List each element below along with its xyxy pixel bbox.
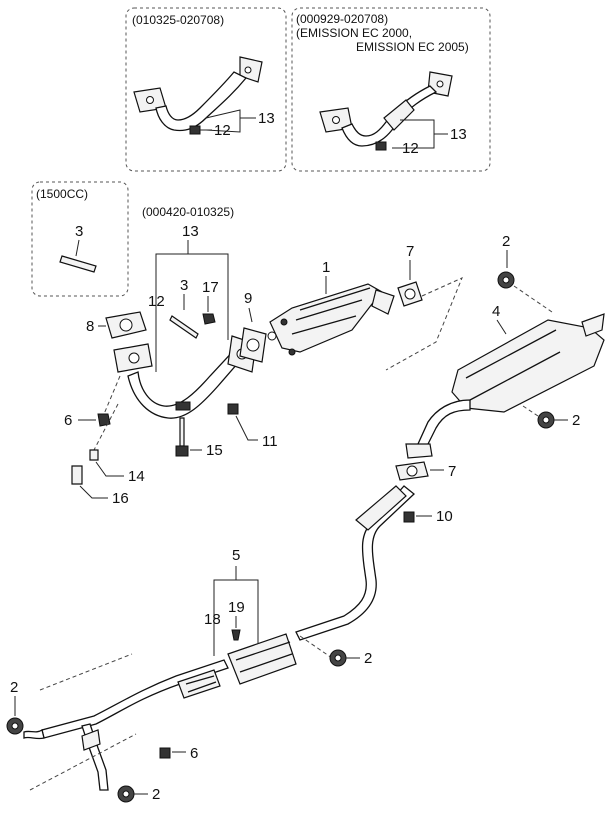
front-pipe-main <box>113 335 257 419</box>
gasket-8 <box>105 311 147 339</box>
inset-box-000929-020708: (000929-020708) (EMISSION EC 2000, EMISS… <box>291 7 491 172</box>
callout-2-bottom: 2 <box>152 786 160 803</box>
callout-2-right: 2 <box>572 412 580 429</box>
spring-14 <box>89 449 99 461</box>
callout-11: 11 <box>262 433 278 450</box>
callout-19: 19 <box>228 599 245 616</box>
bolt-16 <box>71 465 83 485</box>
nut-6-upper <box>97 413 111 427</box>
callout-12: 12 <box>148 293 165 310</box>
sensor-19 <box>231 629 241 641</box>
inset-box-1500cc: (1500CC) 3 <box>31 181 129 297</box>
callout-17: 17 <box>202 279 219 296</box>
callout-8: 8 <box>86 318 94 335</box>
nut-17 <box>202 313 216 325</box>
rubber-hanger-2-right <box>537 411 555 429</box>
main-group-caption: (000420-010325) <box>142 205 234 219</box>
callout-2-center: 2 <box>364 650 372 667</box>
front-pipe-assembly-b <box>319 71 453 151</box>
callout-6-lower: 6 <box>190 745 198 762</box>
nut-10 <box>403 511 415 523</box>
gasket-9 <box>239 327 267 363</box>
inset-b-caption-3: EMISSION EC 2005) <box>356 40 469 54</box>
callout-4: 4 <box>492 303 500 320</box>
callout-9: 9 <box>244 290 252 307</box>
callout-3: 3 <box>180 277 188 294</box>
gasket-7-lower <box>395 443 433 481</box>
callout-15: 15 <box>206 442 223 459</box>
callout-2-left: 2 <box>10 679 18 696</box>
inset-b-caption-2: (EMISSION EC 2000, <box>296 26 412 40</box>
callout-c-3: 3 <box>75 223 83 240</box>
nut-6-lower <box>159 747 171 759</box>
rubber-hanger-2-upper <box>497 271 515 289</box>
inset-b-caption-1: (000929-020708) <box>296 12 388 26</box>
callout-2-upper: 2 <box>502 233 510 250</box>
rubber-hanger-2-center <box>329 649 347 667</box>
stud-bolt-3 <box>169 315 199 339</box>
callout-5: 5 <box>232 547 240 564</box>
callout-10: 10 <box>436 508 453 525</box>
callout-13: 13 <box>182 223 199 240</box>
callout-14: 14 <box>128 468 145 485</box>
callout-b-12: 12 <box>402 140 419 157</box>
rubber-hanger-2-bottom <box>117 785 135 803</box>
gasket-7-upper <box>397 281 423 307</box>
callout-a-12: 12 <box>214 122 231 139</box>
inset-box-010325-020708: (010325-020708) 13 12 <box>125 7 287 172</box>
callout-6-upper: 6 <box>64 412 72 429</box>
stud-bolt-1500cc <box>59 255 97 273</box>
center-pipe-resonator <box>23 485 415 791</box>
callout-a-13: 13 <box>258 110 275 127</box>
nut-11 <box>227 403 239 415</box>
catalytic-converter <box>267 283 395 356</box>
bolt-15 <box>179 417 185 447</box>
callout-18: 18 <box>204 611 221 628</box>
front-pipe-assembly-a <box>133 56 263 135</box>
callout-b-13: 13 <box>450 126 467 143</box>
rubber-hanger-2-left <box>6 717 24 735</box>
inset-a-caption: (010325-020708) <box>132 13 224 27</box>
callout-1: 1 <box>322 259 330 276</box>
callout-16: 16 <box>112 490 129 507</box>
callout-7-lower: 7 <box>448 463 456 480</box>
inset-c-caption: (1500CC) <box>36 187 88 201</box>
callout-7-upper: 7 <box>406 243 414 260</box>
